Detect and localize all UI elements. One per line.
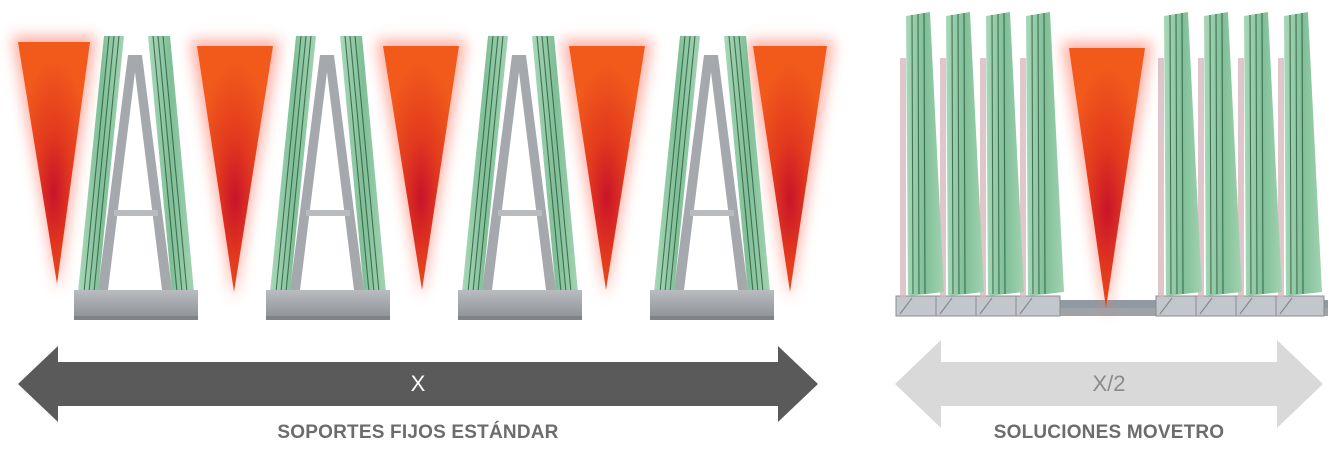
mobile-racks-group	[895, 12, 1328, 318]
a-frame-rack	[458, 35, 582, 320]
glass-bundles-left	[906, 12, 1064, 296]
gap-zone	[12, 36, 96, 292]
gap-zone	[746, 40, 834, 300]
a-frame-rack	[266, 35, 390, 320]
gap-zones-left	[12, 36, 834, 300]
arrow-label-x-half: X/2	[1092, 371, 1126, 396]
floor-rail	[896, 300, 1328, 310]
gap-zone	[562, 40, 652, 298]
gap-zone	[190, 40, 280, 300]
gap-zone	[1062, 42, 1152, 318]
a-frame-rack	[74, 35, 198, 320]
width-arrow-x-half	[895, 340, 1323, 428]
caption-fixed-racks: SOPORTES FIJOS ESTÁNDAR	[277, 422, 559, 443]
width-arrow-x	[18, 346, 818, 422]
gap-zone	[376, 40, 466, 298]
caption-movetro: SOLUCIONES MOVETRO	[993, 422, 1225, 443]
a-frame-rack	[650, 35, 774, 320]
fixed-racks-group	[12, 35, 834, 320]
rack-carriages	[895, 295, 1325, 317]
arrow-label-x: X	[410, 371, 426, 396]
glass-bundles-right	[1164, 12, 1322, 296]
